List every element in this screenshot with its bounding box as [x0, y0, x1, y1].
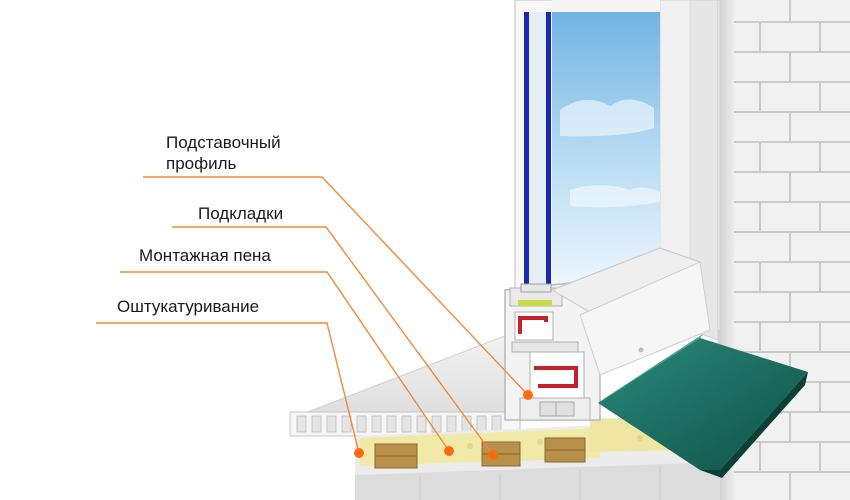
window-sill-board [289, 329, 521, 437]
leader-line-shims [172, 226, 494, 456]
callout-markers [354, 390, 533, 460]
leader-line-plaster [96, 322, 360, 454]
glass-unit-frame [524, 12, 551, 294]
label-stand-profile: Подставочный профиль [166, 132, 281, 174]
label-shims: Подкладки [198, 204, 284, 223]
pvc-profile [504, 279, 601, 421]
label-stand-profile-line1: Подставочный [166, 133, 281, 152]
glass-pane [552, 0, 660, 290]
leader-line-foam [120, 271, 450, 452]
sash-bottom [550, 247, 711, 376]
label-stand-profile-line2: профиль [166, 154, 237, 173]
marker-shims [488, 450, 498, 460]
leader-line-stand-profile [143, 176, 529, 396]
marker-plaster [354, 448, 364, 458]
marker-stand-profile [523, 390, 533, 400]
exterior-drip-sill [598, 334, 808, 478]
label-mounting-foam: Монтажная пена [139, 246, 271, 265]
marker-foam [444, 446, 454, 456]
label-plastering: Оштукатуривание [117, 297, 260, 316]
leader-lines [96, 176, 529, 456]
